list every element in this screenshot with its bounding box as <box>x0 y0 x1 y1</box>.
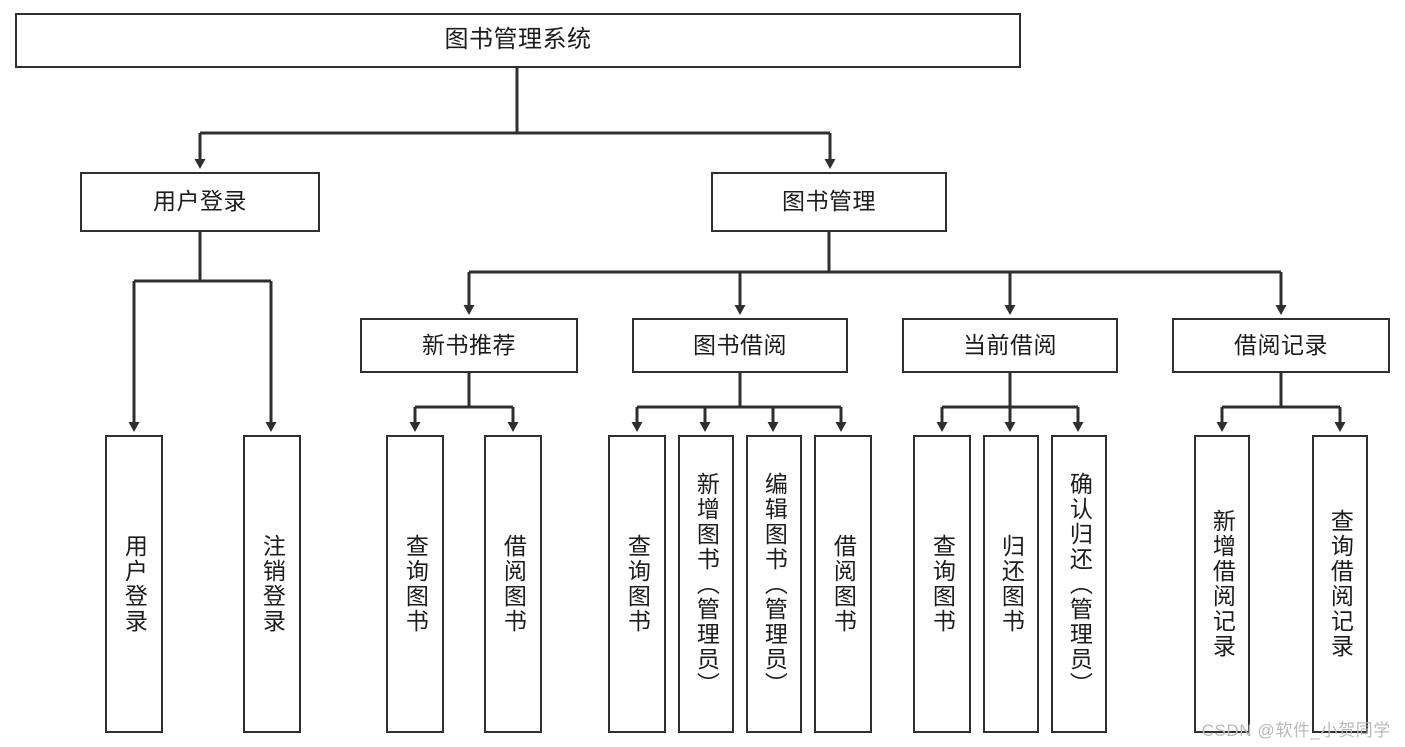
leaf-label: 编辑图书（管理员） <box>761 471 788 697</box>
node-borrow-record[interactable]: 借阅记录 <box>1172 318 1390 373</box>
leaf-current-borrow-query-book[interactable]: 查询图书 <box>913 435 971 733</box>
node-user-login-label: 用户登录 <box>153 188 247 215</box>
leaf-user-login-logout[interactable]: 注销登录 <box>243 435 301 733</box>
leaf-label: 新增图书（管理员） <box>693 471 720 697</box>
leaf-user-login-login[interactable]: 用户登录 <box>105 435 163 733</box>
leaf-current-borrow-return-book[interactable]: 归还图书 <box>983 435 1039 733</box>
node-book-management-label: 图书管理 <box>782 188 876 215</box>
leaf-borrow-record-add-record[interactable]: 新增借阅记录 <box>1194 435 1250 733</box>
leaf-current-borrow-confirm-return-admin[interactable]: 确认归还（管理员） <box>1051 435 1107 733</box>
node-book-borrow-label: 图书借阅 <box>693 331 787 358</box>
leaf-label: 借阅图书 <box>500 534 527 634</box>
leaf-label: 查询借阅记录 <box>1327 509 1354 659</box>
node-current-borrow-label: 当前借阅 <box>963 331 1057 358</box>
leaf-label: 查询图书 <box>624 534 651 634</box>
leaf-label: 确认归还（管理员） <box>1066 471 1093 697</box>
leaf-book-borrow-edit-book-admin[interactable]: 编辑图书（管理员） <box>746 435 802 733</box>
node-new-book-recommend[interactable]: 新书推荐 <box>360 318 578 373</box>
leaf-label: 查询图书 <box>929 534 956 634</box>
leaf-label: 借阅图书 <box>830 534 857 634</box>
node-current-borrow[interactable]: 当前借阅 <box>902 318 1118 373</box>
node-new-book-recommend-label: 新书推荐 <box>422 331 516 358</box>
node-root-label: 图书管理系统 <box>444 26 592 54</box>
node-root[interactable]: 图书管理系统 <box>15 13 1021 68</box>
node-book-management[interactable]: 图书管理 <box>711 172 947 232</box>
leaf-label: 查询图书 <box>402 534 429 634</box>
leaf-book-borrow-borrow-book[interactable]: 借阅图书 <box>814 435 872 733</box>
leaf-label: 新增借阅记录 <box>1209 509 1236 659</box>
leaf-book-borrow-add-book-admin[interactable]: 新增图书（管理员） <box>678 435 734 733</box>
leaf-new-book-query-book[interactable]: 查询图书 <box>386 435 444 733</box>
csdn-watermark: CSDN @软件_小贺同学 <box>1201 721 1391 740</box>
leaf-label: 注销登录 <box>259 534 286 634</box>
node-book-borrow[interactable]: 图书借阅 <box>632 318 848 373</box>
leaf-label: 用户登录 <box>121 534 148 634</box>
leaf-label: 归还图书 <box>998 534 1025 634</box>
leaf-borrow-record-query-record[interactable]: 查询借阅记录 <box>1312 435 1368 733</box>
node-user-login[interactable]: 用户登录 <box>80 172 320 232</box>
node-borrow-record-label: 借阅记录 <box>1234 331 1328 358</box>
leaf-new-book-borrow-book[interactable]: 借阅图书 <box>484 435 542 733</box>
leaf-book-borrow-query-book[interactable]: 查询图书 <box>608 435 666 733</box>
